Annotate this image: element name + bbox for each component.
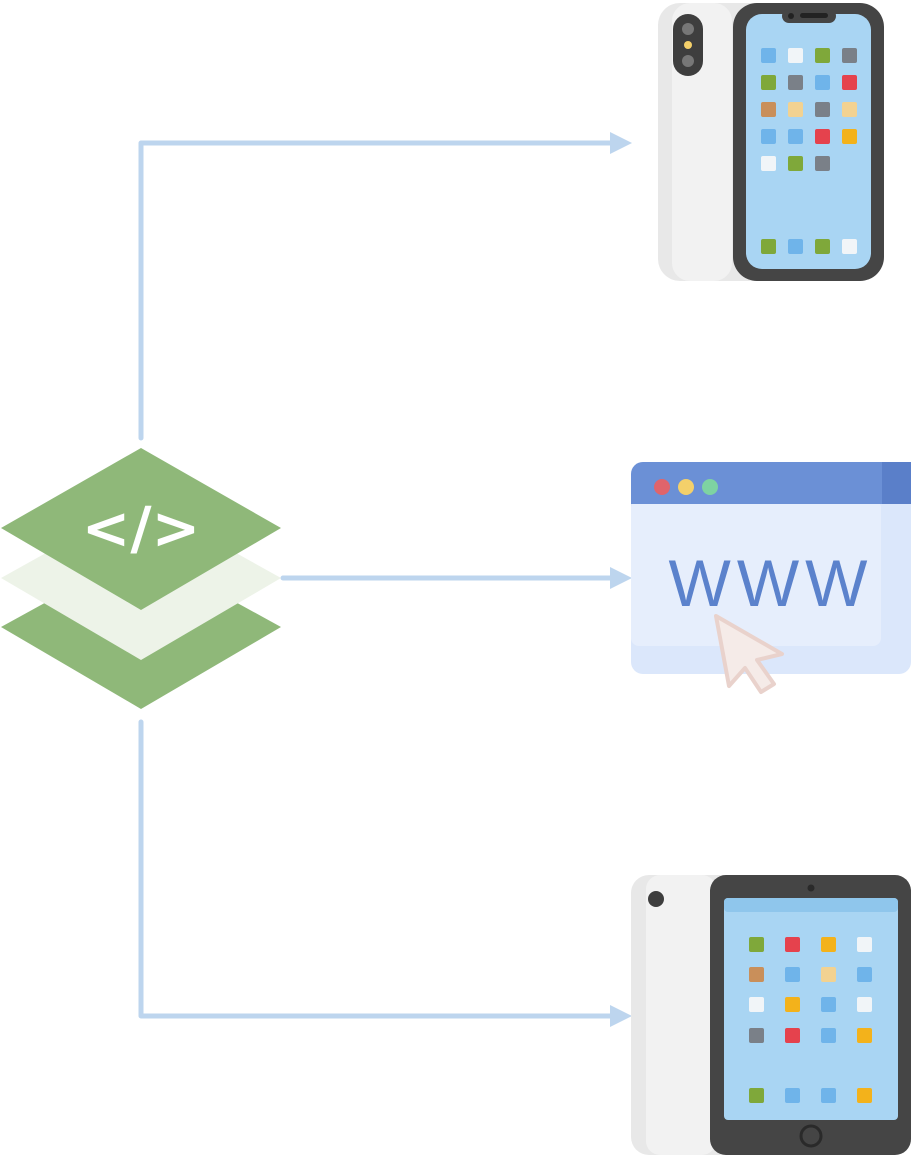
- arrowheads: [610, 132, 632, 1027]
- app-icon: [842, 129, 857, 144]
- connectors: [138, 140, 615, 1019]
- tablet-app-grid: [749, 937, 872, 1103]
- app-icon: [788, 102, 803, 117]
- phone-screen: [746, 14, 871, 269]
- app-icon: [815, 102, 830, 117]
- app-icon: [749, 997, 764, 1012]
- app-icon: [842, 75, 857, 90]
- window-maximize-dot: [702, 479, 718, 495]
- phone-flash: [684, 41, 692, 49]
- arrowhead-tablet: [610, 1005, 632, 1027]
- app-icon: [761, 75, 776, 90]
- tablet-rear-camera: [648, 891, 664, 907]
- top-layer: [1, 448, 281, 610]
- app-icon: [821, 937, 836, 952]
- phone-camera-lens: [682, 23, 694, 35]
- dock-icon: [761, 239, 776, 254]
- connector-to-phone: [138, 140, 615, 441]
- app-icon: [815, 75, 830, 90]
- phone-speaker: [800, 13, 828, 18]
- app-icon: [749, 967, 764, 982]
- window-close-dot: [654, 479, 670, 495]
- app-icon: [749, 937, 764, 952]
- phone-front-camera: [788, 13, 794, 19]
- app-icon: [761, 48, 776, 63]
- arrowhead-phone: [610, 132, 632, 154]
- tablet-screen: [724, 898, 898, 1120]
- tablet-front-camera: [807, 884, 815, 892]
- dock-icon: [785, 1088, 800, 1103]
- dock-icon: [815, 239, 830, 254]
- app-icon: [857, 997, 872, 1012]
- app-icon: [785, 967, 800, 982]
- app-icon: [821, 997, 836, 1012]
- connector-to-tablet: [138, 719, 615, 1019]
- code-symbol: </>: [82, 494, 200, 562]
- app-icon: [785, 937, 800, 952]
- browser-title-bar: [631, 462, 911, 504]
- tablet-home-button: [799, 1124, 823, 1148]
- smartphone-icon: [658, 3, 884, 281]
- app-icon: [857, 937, 872, 952]
- app-icon: [842, 48, 857, 63]
- app-icon: [761, 102, 776, 117]
- app-icon: [821, 1028, 836, 1043]
- phone-app-grid: [761, 48, 857, 254]
- app-icon: [761, 156, 776, 171]
- dock-icon: [749, 1088, 764, 1103]
- app-icon: [815, 48, 830, 63]
- dock-icon: [821, 1088, 836, 1103]
- app-icon: [857, 967, 872, 982]
- app-icon: [788, 129, 803, 144]
- tablet-icon: [631, 875, 911, 1155]
- app-icon: [785, 1028, 800, 1043]
- app-icon: [788, 75, 803, 90]
- app-icon: [815, 156, 830, 171]
- app-icon: [749, 1028, 764, 1043]
- tablet-status-bar: [724, 898, 898, 912]
- browser-content-panel: [631, 500, 881, 646]
- tablet-back-edge: [646, 875, 716, 1155]
- arrowhead-browser: [610, 567, 632, 589]
- app-icon: [857, 1028, 872, 1043]
- app-icon: [785, 997, 800, 1012]
- app-icon: [761, 129, 776, 144]
- browser-www-text: WWW: [669, 546, 874, 620]
- mouse-cursor-icon: [714, 614, 784, 694]
- browser-title-bar-edge: [882, 462, 911, 504]
- app-icon: [788, 156, 803, 171]
- app-icon: [815, 129, 830, 144]
- dock-icon: [788, 239, 803, 254]
- app-icon: [821, 967, 836, 982]
- app-icon: [788, 48, 803, 63]
- code-layers-icon: </>: [1, 448, 281, 709]
- app-icon: [842, 102, 857, 117]
- window-minimize-dot: [678, 479, 694, 495]
- dock-icon: [842, 239, 857, 254]
- phone-camera-lens-2: [682, 55, 694, 67]
- web-browser-icon: WWW: [631, 462, 911, 694]
- dock-icon: [857, 1088, 872, 1103]
